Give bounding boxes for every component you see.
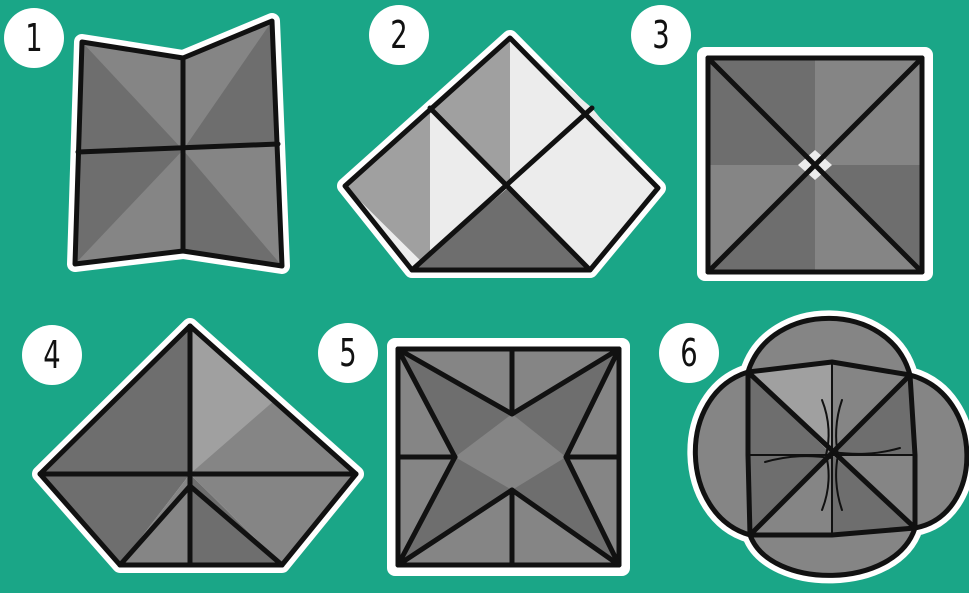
step-1-number: 1 [26,19,43,57]
step-3-number: 3 [653,16,670,54]
step-5-number: 5 [340,334,357,372]
step-2-badge: 2 [369,5,429,65]
step-6-badge: 6 [659,323,719,383]
step-2-number: 2 [391,16,408,54]
step-3-badge: 3 [631,5,691,65]
step-4-number: 4 [44,336,61,374]
step-6-number: 6 [681,334,698,372]
step-4-badge: 4 [22,325,82,385]
step-5-badge: 5 [318,323,378,383]
step-1-badge: 1 [4,8,64,68]
